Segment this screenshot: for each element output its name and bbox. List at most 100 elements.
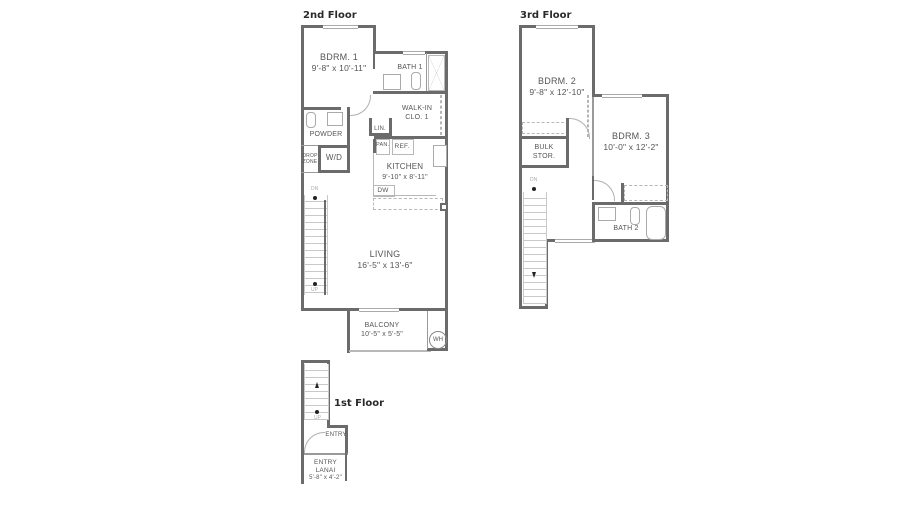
room-bath-1: BATH 1 bbox=[395, 63, 425, 72]
wall bbox=[592, 25, 595, 97]
wall bbox=[345, 453, 347, 481]
wall bbox=[345, 425, 348, 455]
wall bbox=[301, 145, 318, 146]
sink bbox=[327, 112, 343, 126]
floor-2-title: 2nd Floor bbox=[303, 10, 357, 21]
room-name: BULK bbox=[534, 144, 554, 151]
stairs-up-label: UP bbox=[311, 287, 318, 293]
range bbox=[433, 145, 447, 167]
wall bbox=[399, 308, 448, 311]
room-dimensions: 10'-0" x 12'-2" bbox=[603, 142, 659, 153]
sliding-door bbox=[359, 308, 399, 312]
window bbox=[323, 25, 358, 29]
stair-up-dot bbox=[315, 410, 319, 414]
room-bulk-storage: BULK STOR. bbox=[522, 143, 566, 162]
wall bbox=[301, 360, 330, 363]
entry-door-line bbox=[304, 453, 348, 455]
wall bbox=[374, 136, 448, 139]
wall bbox=[347, 145, 350, 173]
room-name-2: ZONE bbox=[302, 158, 318, 165]
sink bbox=[598, 207, 616, 221]
window bbox=[403, 51, 425, 55]
room-linen: LIN. bbox=[371, 125, 389, 133]
wall bbox=[325, 308, 359, 311]
room-name-2: CLO. 1 bbox=[405, 114, 429, 122]
room-name: DROP bbox=[302, 153, 318, 159]
window bbox=[536, 25, 578, 29]
closet-shelf bbox=[522, 122, 569, 134]
wall bbox=[427, 311, 428, 349]
wall bbox=[578, 25, 595, 28]
door bbox=[350, 95, 371, 116]
room-name-2: STOR. bbox=[532, 153, 556, 161]
room-name: REF. bbox=[394, 143, 410, 150]
room-name: BDRM. 2 bbox=[538, 76, 576, 86]
room-name: BALCONY bbox=[364, 322, 400, 329]
pantry bbox=[376, 139, 390, 155]
room-dimensions: 9'-8" x 12'-10" bbox=[529, 87, 585, 98]
wall bbox=[519, 165, 569, 168]
room-name: WALK-IN bbox=[401, 105, 433, 112]
room-bedroom-1: BDRM. 1 9'-8" x 10'-11" bbox=[305, 51, 373, 75]
wall bbox=[347, 308, 350, 353]
wall bbox=[318, 145, 350, 148]
wall bbox=[301, 308, 329, 311]
balcony-rail bbox=[349, 350, 431, 352]
water-heater: WH bbox=[429, 331, 447, 349]
wall bbox=[427, 348, 448, 351]
wall bbox=[373, 139, 376, 153]
wall bbox=[327, 425, 347, 428]
stair-up-dot bbox=[313, 282, 317, 286]
stairs-down-label: DN bbox=[311, 186, 319, 192]
wall bbox=[592, 202, 669, 205]
room-powder: POWDER bbox=[305, 130, 347, 139]
room-name: BDRM. 1 bbox=[320, 52, 358, 62]
refrigerator-label: REF. bbox=[392, 143, 412, 152]
stairs bbox=[523, 192, 547, 304]
toilet bbox=[306, 112, 316, 128]
stair-arrow-icon bbox=[532, 272, 536, 278]
shower bbox=[428, 55, 445, 91]
wall bbox=[426, 53, 427, 91]
room-entry: ENTRY bbox=[325, 431, 347, 439]
room-name: LIVING bbox=[369, 249, 401, 259]
closet-shelf bbox=[624, 185, 668, 201]
stair-down-dot bbox=[532, 187, 536, 191]
wall bbox=[347, 107, 350, 145]
room-balcony: BALCONY 10'-5" x 5'-5" bbox=[352, 321, 412, 340]
wall bbox=[373, 53, 375, 69]
wall bbox=[369, 118, 372, 136]
room-name: ENTRY bbox=[314, 459, 337, 466]
wall bbox=[373, 25, 376, 53]
wall bbox=[301, 25, 304, 311]
room-bath-2: BATH 2 bbox=[606, 224, 646, 233]
room-bedroom-3: BDRM. 3 10'-0" x 12'-2" bbox=[596, 130, 666, 154]
wall bbox=[666, 94, 669, 242]
wall bbox=[519, 136, 569, 139]
wall bbox=[318, 170, 350, 173]
wall bbox=[519, 306, 548, 309]
wall bbox=[373, 91, 448, 94]
room-living: LIVING 16'-5" x 13'-6" bbox=[345, 248, 425, 272]
sink bbox=[383, 74, 401, 90]
shelf bbox=[440, 95, 442, 135]
wall bbox=[301, 360, 304, 484]
counter bbox=[373, 153, 436, 196]
column bbox=[440, 203, 448, 211]
dishwasher-label: DW bbox=[374, 187, 392, 196]
wall bbox=[642, 94, 669, 97]
window bbox=[555, 239, 595, 243]
room-name: BDRM. 3 bbox=[612, 131, 650, 141]
dishwasher-box bbox=[373, 185, 395, 197]
window bbox=[602, 94, 642, 98]
room-name: W/D bbox=[325, 153, 343, 162]
wall bbox=[373, 51, 403, 54]
refrigerator bbox=[392, 139, 414, 155]
wall bbox=[547, 239, 669, 242]
pantry-label: PAN. bbox=[376, 142, 390, 149]
room-name: PAN. bbox=[376, 142, 390, 148]
room-bedroom-2: BDRM. 2 9'-8" x 12'-10" bbox=[522, 75, 592, 99]
stairs-up-label: UP bbox=[314, 415, 321, 421]
wall bbox=[389, 118, 392, 136]
door bbox=[304, 432, 325, 453]
